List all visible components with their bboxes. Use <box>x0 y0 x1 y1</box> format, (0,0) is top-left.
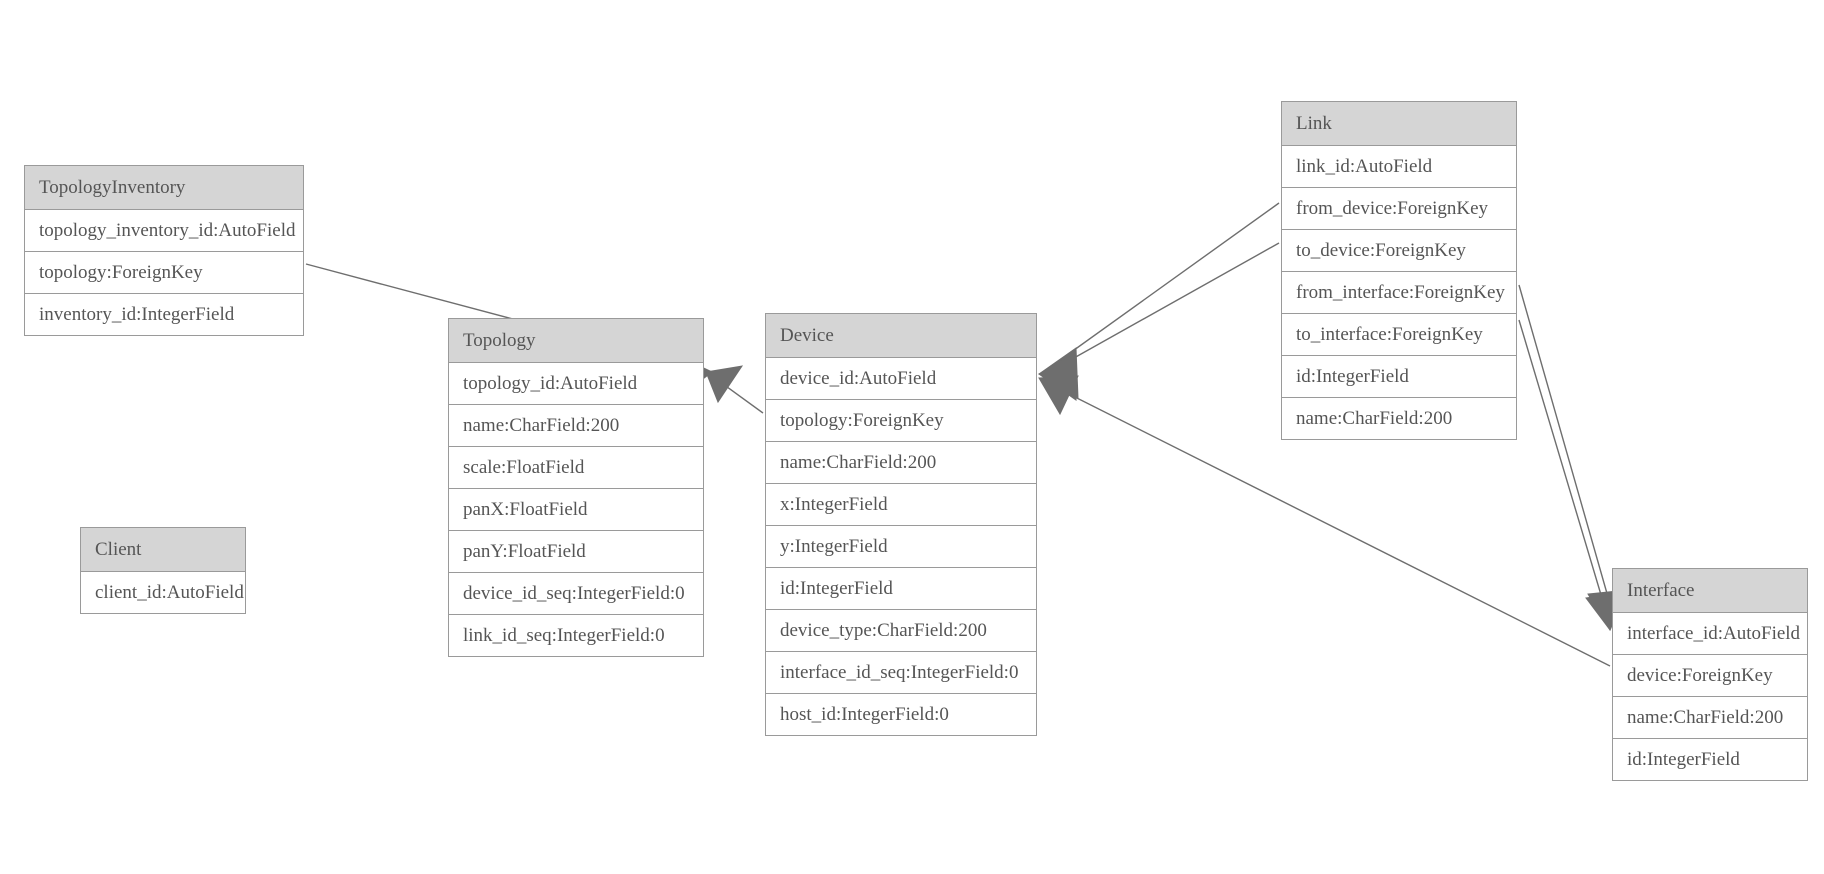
entity-field-row: panX:FloatField <box>449 489 703 531</box>
entity-field-row: topology:ForeignKey <box>766 400 1036 442</box>
entity-field-row: to_device:ForeignKey <box>1282 230 1516 272</box>
entity-field-row: client_id:AutoField <box>81 572 245 613</box>
relationship-line <box>1048 242 1280 373</box>
entity-field-row: id:IntegerField <box>1613 739 1807 780</box>
entity-field-row: device_type:CharField:200 <box>766 610 1036 652</box>
relationship-line <box>1048 202 1280 369</box>
entity-field-row: scale:FloatField <box>449 447 703 489</box>
entity-field-row: link_id_seq:IntegerField:0 <box>449 615 703 656</box>
entity-field-row: inventory_id:IntegerField <box>25 294 303 335</box>
arrowhead-icon <box>1038 351 1077 401</box>
entity-title-topologyinventory: TopologyInventory <box>25 166 303 210</box>
entity-field-row: link_id:AutoField <box>1282 146 1516 188</box>
relationship-link-device-from <box>1038 202 1280 399</box>
entity-field-row: device_id_seq:IntegerField:0 <box>449 573 703 615</box>
entity-field-row: x:IntegerField <box>766 484 1036 526</box>
entity-field-row: name:CharField:200 <box>766 442 1036 484</box>
relationship-device-topology <box>705 365 764 414</box>
entity-field-row: panY:FloatField <box>449 531 703 573</box>
entity-field-row: topology_inventory_id:AutoField <box>25 210 303 252</box>
entity-field-row: to_interface:ForeignKey <box>1282 314 1516 356</box>
entity-field-row: interface_id_seq:IntegerField:0 <box>766 652 1036 694</box>
entity-field-row: host_id:IntegerField:0 <box>766 694 1036 735</box>
entity-field-row: device_id:AutoField <box>766 358 1036 400</box>
relationship-link-device-to <box>1038 242 1280 401</box>
entity-field-row: id:IntegerField <box>766 568 1036 610</box>
entity-field-row: name:CharField:200 <box>1282 398 1516 439</box>
entity-title-interface: Interface <box>1613 569 1807 613</box>
arrowhead-icon <box>705 365 744 404</box>
relationship-line <box>1518 319 1611 626</box>
entity-field-row: device:ForeignKey <box>1613 655 1807 697</box>
arrowhead-icon <box>1038 375 1079 416</box>
entity-title-device: Device <box>766 314 1036 358</box>
entity-field-row: from_device:ForeignKey <box>1282 188 1516 230</box>
entity-field-row: y:IntegerField <box>766 526 1036 568</box>
relationship-line <box>711 375 764 414</box>
arrowhead-icon <box>1038 347 1079 399</box>
entity-field-row: interface_id:AutoField <box>1613 613 1807 655</box>
entity-field-row: topology_id:AutoField <box>449 363 703 405</box>
entity-field-row: id:IntegerField <box>1282 356 1516 398</box>
entity-field-row: topology:ForeignKey <box>25 252 303 294</box>
entity-title-client: Client <box>81 528 245 572</box>
entity-field-row: name:CharField:200 <box>449 405 703 447</box>
entity-title-link: Link <box>1282 102 1516 146</box>
entity-title-topology: Topology <box>449 319 703 363</box>
entity-field-row: from_interface:ForeignKey <box>1282 272 1516 314</box>
relationship-link-interface-to <box>1518 319 1627 631</box>
entity-field-row: name:CharField:200 <box>1613 697 1807 739</box>
relationship-line <box>1518 284 1617 626</box>
